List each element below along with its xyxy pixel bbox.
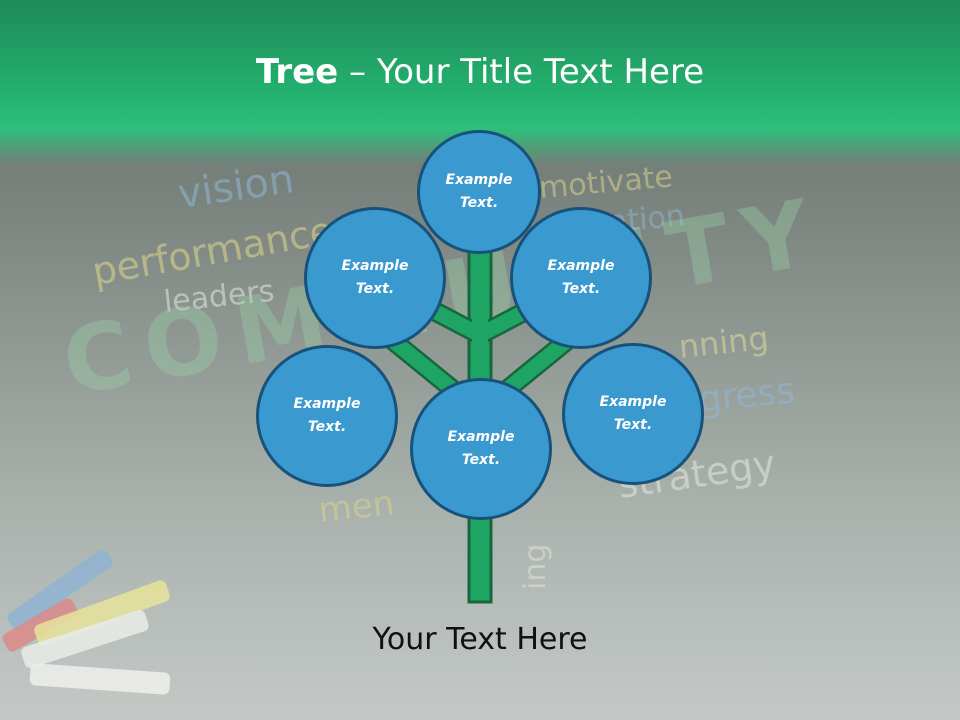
node-lower-left: Example Text. [256, 345, 398, 487]
node-center: Example Text. [410, 378, 552, 520]
node-upper-right-line1: Example [547, 258, 615, 274]
footer-text: Your Text Here [372, 622, 588, 657]
node-upper-left-line2: Text. [355, 281, 395, 297]
bg-word-men: men [317, 483, 396, 531]
title-bold: Tree [255, 52, 339, 92]
node-top-line1: Example [445, 172, 513, 188]
node-lower-right-line2: Text. [613, 417, 653, 433]
node-top-line2: Text. [459, 195, 499, 211]
node-upper-right-line2: Text. [561, 281, 601, 297]
bg-word-ing: ing [518, 544, 553, 590]
node-lower-right: Example Text. [562, 343, 704, 485]
bg-word-planning: nning [677, 319, 771, 366]
node-center-line1: Example [447, 429, 515, 445]
node-lower-left-line2: Text. [307, 419, 347, 435]
slide-title: Tree – Your Title Text Here [0, 52, 960, 92]
bg-word-progress: gress [697, 370, 797, 421]
node-lower-left-line1: Example [293, 396, 361, 412]
node-top: Example Text. [417, 130, 541, 254]
node-upper-left: Example Text. [304, 207, 446, 349]
node-upper-left-line1: Example [341, 258, 409, 274]
node-center-line2: Text. [461, 452, 501, 468]
title-rest: – Your Title Text Here [338, 52, 705, 92]
node-lower-right-line1: Example [599, 394, 667, 410]
node-upper-right: Example Text. [510, 207, 652, 349]
